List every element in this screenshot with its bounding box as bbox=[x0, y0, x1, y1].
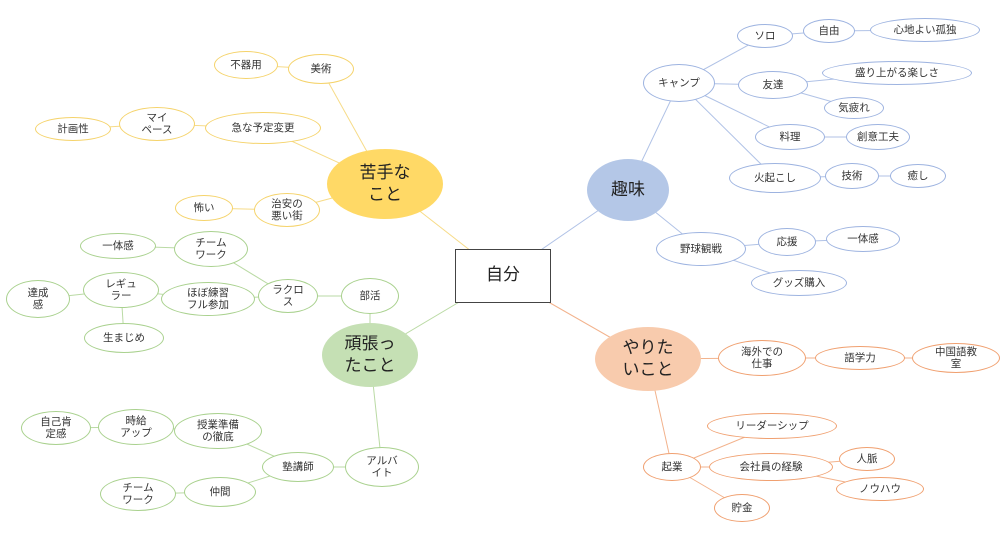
node-savings: 貯金 bbox=[714, 494, 770, 522]
node-clumsy: 不器用 bbox=[214, 51, 278, 79]
node-fire: 火起こし bbox=[729, 163, 821, 193]
node-center: 自分 bbox=[455, 249, 551, 303]
node-planning: 計画性 bbox=[35, 117, 111, 141]
node-want: やりた いこと bbox=[595, 327, 701, 391]
node-unity-e: 一体感 bbox=[80, 233, 156, 259]
node-creative: 創意工夫 bbox=[846, 124, 910, 150]
node-knowhow: ノウハウ bbox=[836, 477, 924, 501]
node-regular: レギュ ラー bbox=[83, 272, 159, 308]
node-hobby: 趣味 bbox=[587, 159, 669, 221]
node-parttime: アルバ イト bbox=[345, 447, 419, 487]
node-weak: 苦手な こと bbox=[327, 149, 443, 219]
node-goods: グッズ購入 bbox=[751, 270, 847, 296]
node-unsafe: 治安の 悪い街 bbox=[254, 193, 320, 227]
node-teamwork1: チーム ワーク bbox=[174, 231, 248, 267]
node-peers: 仲間 bbox=[184, 477, 256, 507]
node-serious: 生まじめ bbox=[84, 323, 164, 353]
node-mypace: マイ ペース bbox=[119, 107, 195, 141]
node-pay: 時給 アップ bbox=[98, 409, 174, 445]
node-sudden: 急な予定変更 bbox=[205, 112, 321, 144]
node-language: 語学力 bbox=[815, 346, 905, 370]
node-employee: 会社員の経験 bbox=[709, 453, 833, 481]
node-skill: 技術 bbox=[825, 163, 879, 189]
node-teamwork2: チーム ワーク bbox=[100, 477, 176, 511]
node-unity-h: 一体感 bbox=[826, 226, 900, 252]
node-startup: 起業 bbox=[643, 453, 701, 481]
node-leadership: リーダーシップ bbox=[707, 413, 837, 439]
node-practice: ほぼ練習 フル参加 bbox=[161, 282, 255, 316]
node-network: 人脈 bbox=[839, 447, 895, 471]
node-comfy: 心地よい孤独 bbox=[870, 18, 980, 42]
node-tutor: 塾講師 bbox=[262, 452, 334, 482]
node-baseball: 野球観戦 bbox=[656, 232, 746, 266]
node-exciting: 盛り上がる楽しさ bbox=[822, 61, 972, 85]
node-cooking: 料理 bbox=[755, 124, 825, 150]
node-abroad: 海外での 仕事 bbox=[718, 340, 806, 376]
node-freedom: 自由 bbox=[803, 19, 855, 43]
node-tiring: 気疲れ bbox=[824, 97, 884, 119]
node-prep: 授業準備 の徹底 bbox=[174, 413, 262, 449]
node-friends: 友達 bbox=[738, 71, 808, 99]
node-lacrosse: ラクロ ス bbox=[258, 279, 318, 313]
node-achieve: 達成 感 bbox=[6, 280, 70, 318]
node-art: 美術 bbox=[288, 54, 354, 84]
node-chinese: 中国語教 室 bbox=[912, 343, 1000, 373]
node-camp: キャンプ bbox=[643, 64, 715, 102]
node-esteem: 自己肯 定感 bbox=[21, 411, 91, 445]
node-club: 部活 bbox=[341, 278, 399, 314]
node-cheer: 応援 bbox=[758, 228, 816, 256]
node-solo: ソロ bbox=[737, 24, 793, 48]
node-effort: 頑張っ たこと bbox=[322, 323, 418, 387]
node-healing: 癒し bbox=[890, 164, 946, 188]
node-scary: 怖い bbox=[175, 195, 233, 221]
